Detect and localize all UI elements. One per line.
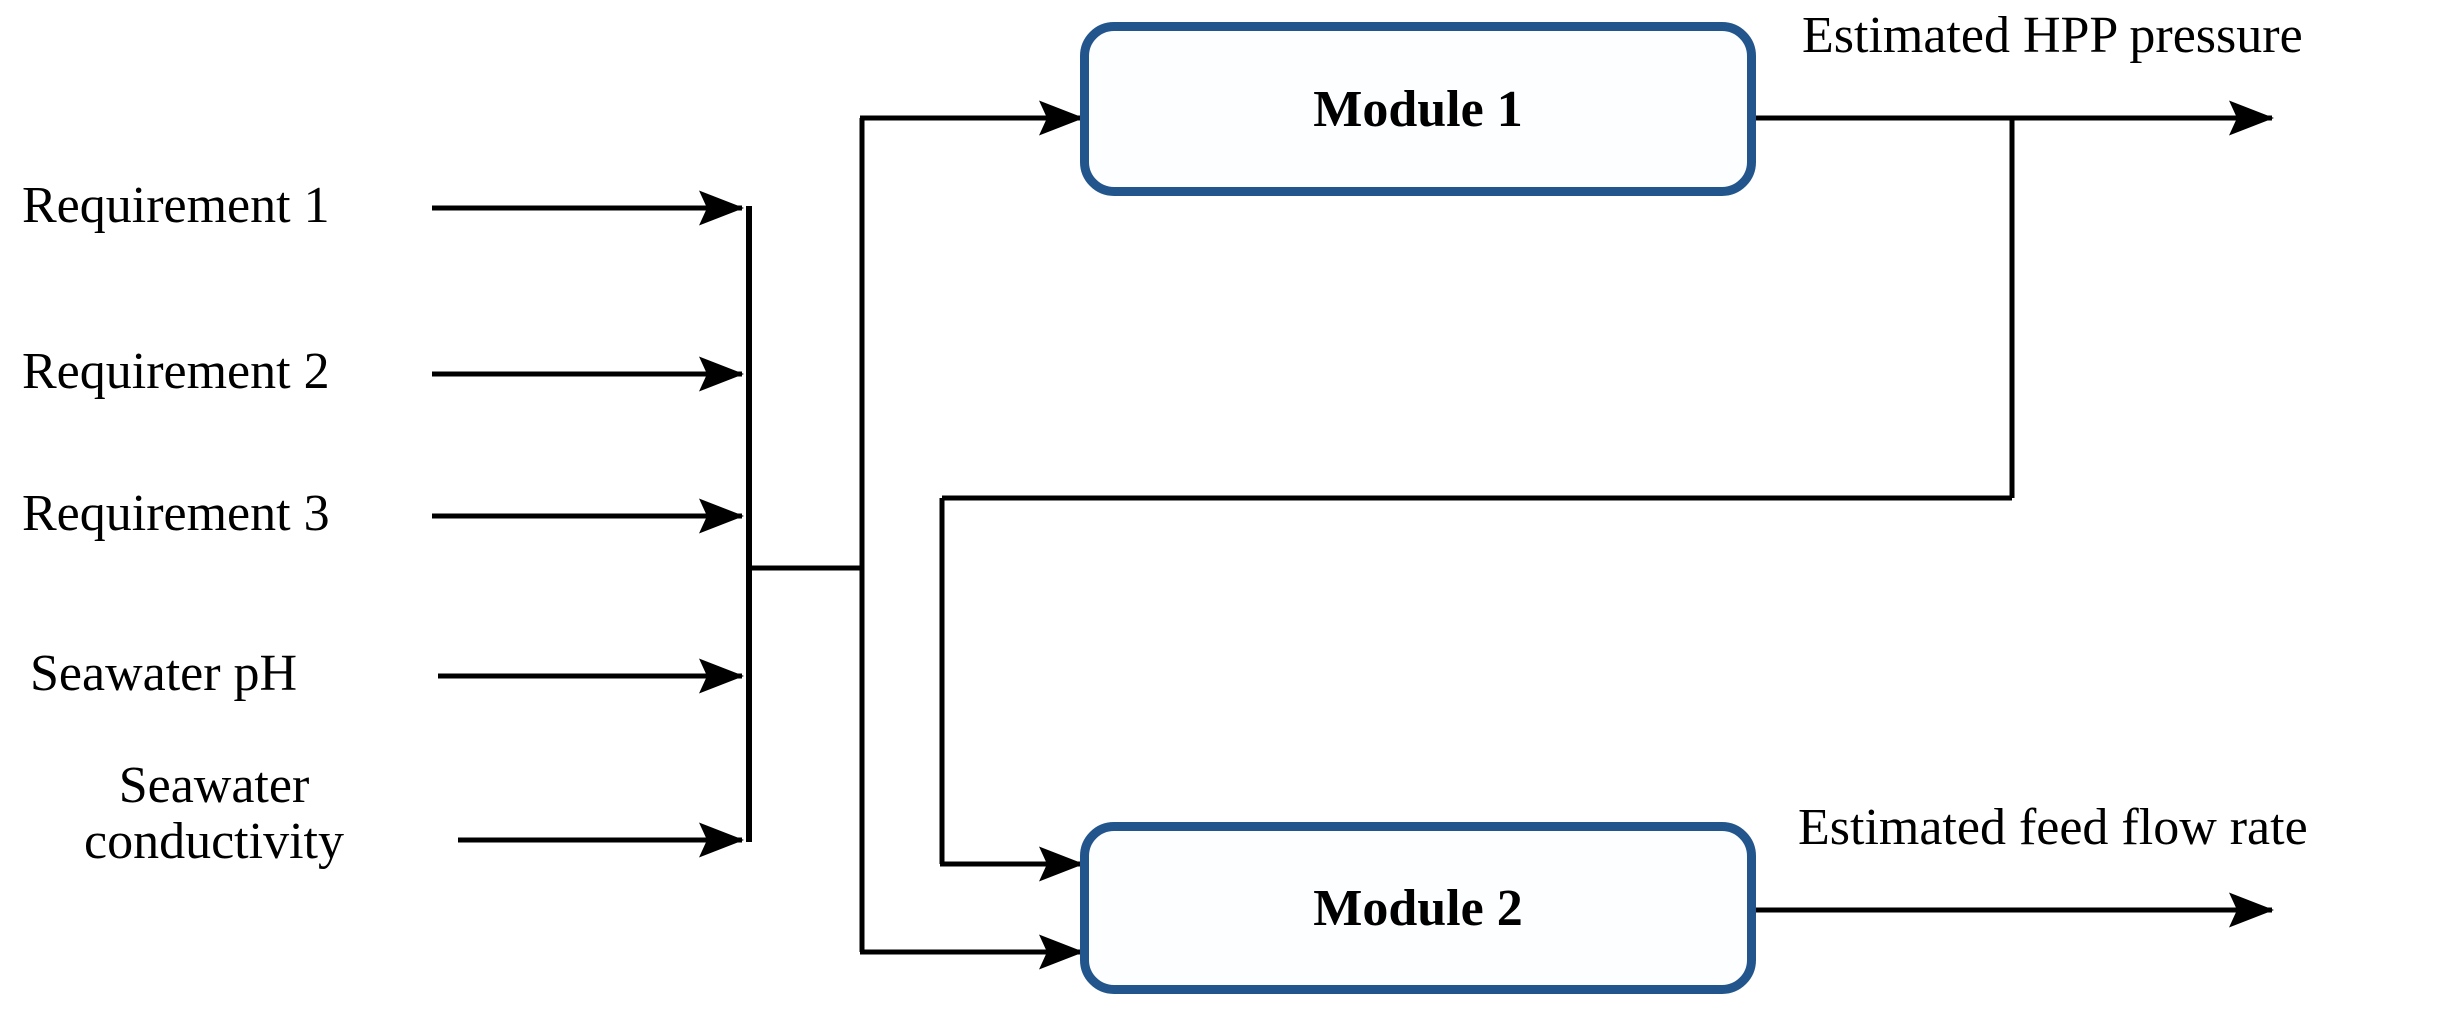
input-label-requirement-2: Requirement 2 [22,343,330,400]
output-label-estimated-hpp-pressure: Estimated HPP pressure [1802,7,2303,64]
input-label-seawater-conductivity: Seawater conductivity [14,757,414,871]
output-label-estimated-feed-flow-rate: Estimated feed flow rate [1798,799,2308,856]
module-1-box[interactable]: Module 1 [1080,22,1756,196]
input-label-seawater-conductivity-line-1: Seawater [118,757,310,814]
input-label-seawater-ph: Seawater pH [30,645,298,702]
input-label-requirement-1: Requirement 1 [22,177,330,234]
input-label-requirement-3: Requirement 3 [22,485,330,542]
module-2-label: Module 2 [1313,879,1523,937]
module-1-label: Module 1 [1313,80,1523,138]
module-2-box[interactable]: Module 2 [1080,822,1756,994]
input-label-seawater-conductivity-line-2: conductivity [84,813,344,871]
